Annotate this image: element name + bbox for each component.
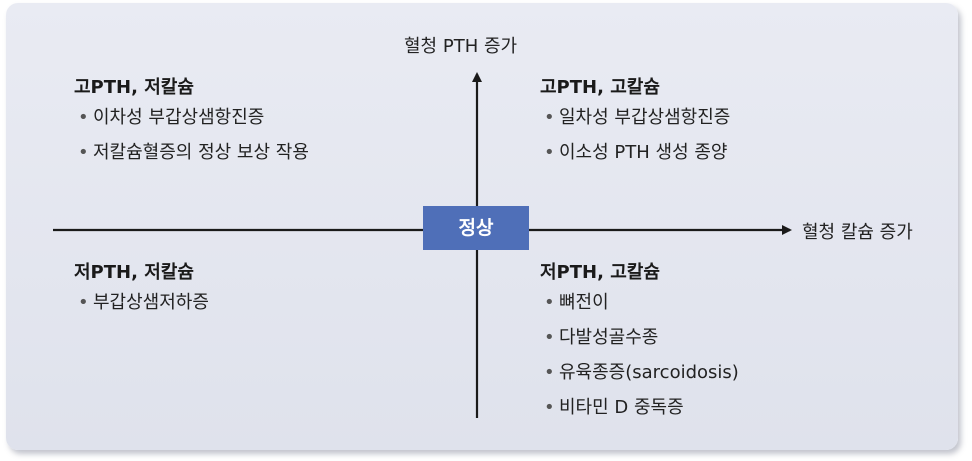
list-item: •이소성 PTH 생성 종양 xyxy=(544,135,730,170)
list-item: •일차성 부갑상샘항진증 xyxy=(544,100,730,135)
list-item: •뼈전이 xyxy=(544,285,739,320)
normal-center-box: 정상 xyxy=(423,206,529,250)
quadrant-top-right-title: 고PTH, 고칼슘 xyxy=(540,77,660,98)
list-item: •유육종증(sarcoidosis) xyxy=(544,355,739,390)
quadrant-bottom-left-list: •부갑상샘저하증 xyxy=(78,285,209,320)
quadrant-bottom-right-list: •뼈전이 •다발성골수종 •유육종증(sarcoidosis) •비타민 D 중… xyxy=(544,285,739,425)
list-item: •부갑상샘저하증 xyxy=(78,285,209,320)
bullet-icon: • xyxy=(544,292,555,313)
list-item: •저칼슘혈증의 정상 보상 작용 xyxy=(78,135,309,170)
bullet-icon: • xyxy=(544,142,555,163)
quadrant-top-left-list: •이차성 부갑상샘항진증 •저칼슘혈증의 정상 보상 작용 xyxy=(78,100,309,170)
bullet-icon: • xyxy=(544,107,555,128)
bullet-icon: • xyxy=(544,327,555,348)
list-item: •이차성 부갑상샘항진증 xyxy=(78,100,309,135)
quadrant-top-right-list: •일차성 부갑상샘항진증 •이소성 PTH 생성 종양 xyxy=(544,100,730,170)
bullet-icon: • xyxy=(78,142,89,163)
quadrant-bottom-left-title: 저PTH, 저칼슘 xyxy=(74,262,194,283)
list-item: •다발성골수종 xyxy=(544,320,739,355)
bullet-icon: • xyxy=(544,362,555,383)
bullet-icon: • xyxy=(78,107,89,128)
quadrant-bottom-right-title: 저PTH, 고칼슘 xyxy=(540,262,660,283)
list-item: •비타민 D 중독증 xyxy=(544,390,739,425)
quadrant-top-left-title: 고PTH, 저칼슘 xyxy=(74,77,194,98)
bullet-icon: • xyxy=(78,292,89,313)
x-axis-label: 혈청 칼슘 증가 xyxy=(802,222,913,243)
y-axis-label: 혈청 PTH 증가 xyxy=(404,36,518,57)
bullet-icon: • xyxy=(544,397,555,418)
